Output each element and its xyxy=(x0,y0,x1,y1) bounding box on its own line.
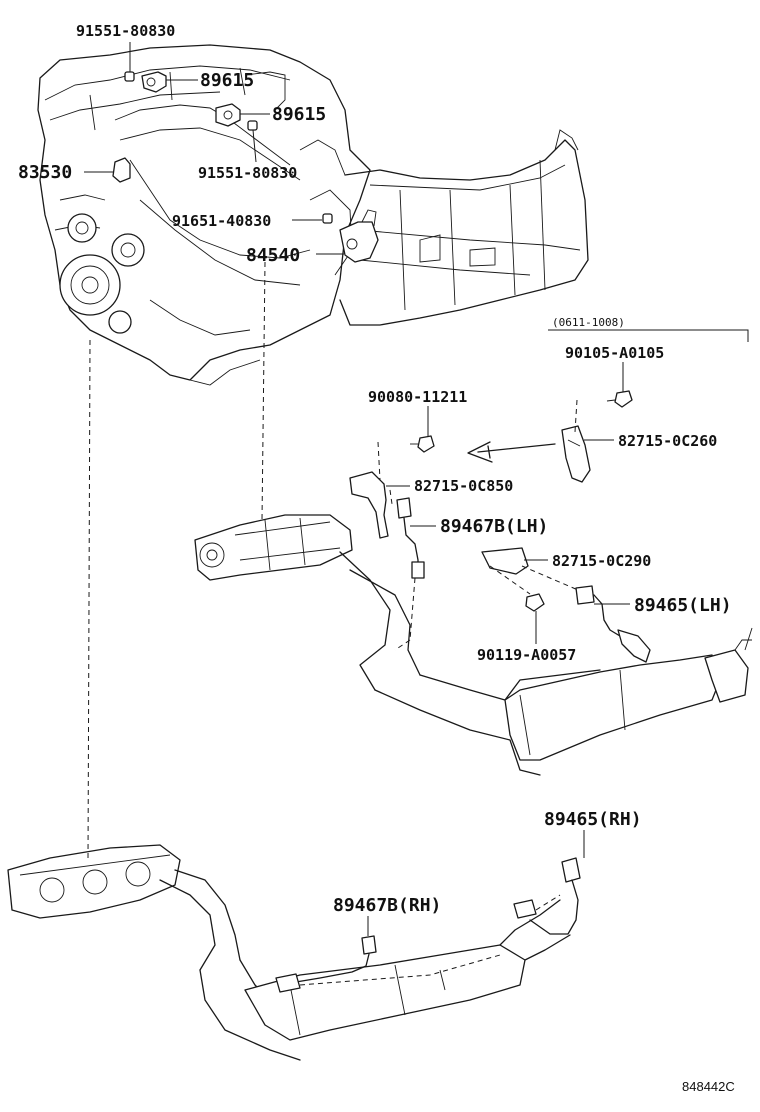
label-83530[interactable]: 83530 xyxy=(18,162,72,183)
rh-exhaust xyxy=(7,844,571,1061)
label-89615-mid[interactable]: 89615 xyxy=(272,104,326,125)
label-diagram-ref: 848442C xyxy=(682,1079,735,1094)
rh-sensors xyxy=(275,857,581,993)
label-date-range: (0611-1008) xyxy=(552,316,625,329)
engine-block xyxy=(37,44,371,386)
lh-cluster xyxy=(349,390,651,663)
label-89615-top[interactable]: 89615 xyxy=(200,70,254,91)
label-91551-top[interactable]: 91551-80830 xyxy=(76,22,175,40)
label-89467b-rh[interactable]: 89467B(RH) xyxy=(333,895,441,916)
label-90105[interactable]: 90105-A0105 xyxy=(565,344,664,362)
label-90119[interactable]: 90119-A0057 xyxy=(477,646,576,664)
label-91651[interactable]: 91651-40830 xyxy=(172,212,271,230)
label-91551-mid[interactable]: 91551-80830 xyxy=(198,164,297,182)
label-90080[interactable]: 90080-11211 xyxy=(368,388,467,406)
lh-exhaust xyxy=(194,514,753,776)
label-82715-0c290[interactable]: 82715-0C290 xyxy=(552,552,651,570)
label-89465-lh[interactable]: 89465(LH) xyxy=(634,595,732,616)
leader-lines xyxy=(84,42,630,936)
part-labels: 91551-80830 89615 89615 91551-80830 8353… xyxy=(18,22,735,1094)
reference-lines xyxy=(87,261,579,986)
label-89465-rh[interactable]: 89465(RH) xyxy=(544,809,642,830)
date-range-bracket xyxy=(548,329,749,342)
transmission xyxy=(339,129,589,326)
label-82715-0c260[interactable]: 82715-0C260 xyxy=(618,432,717,450)
label-82715-0c850[interactable]: 82715-0C850 xyxy=(414,477,513,495)
label-89467b-lh[interactable]: 89467B(LH) xyxy=(440,516,548,537)
engine-sensors xyxy=(112,71,379,263)
label-84540[interactable]: 84540 xyxy=(246,245,300,266)
